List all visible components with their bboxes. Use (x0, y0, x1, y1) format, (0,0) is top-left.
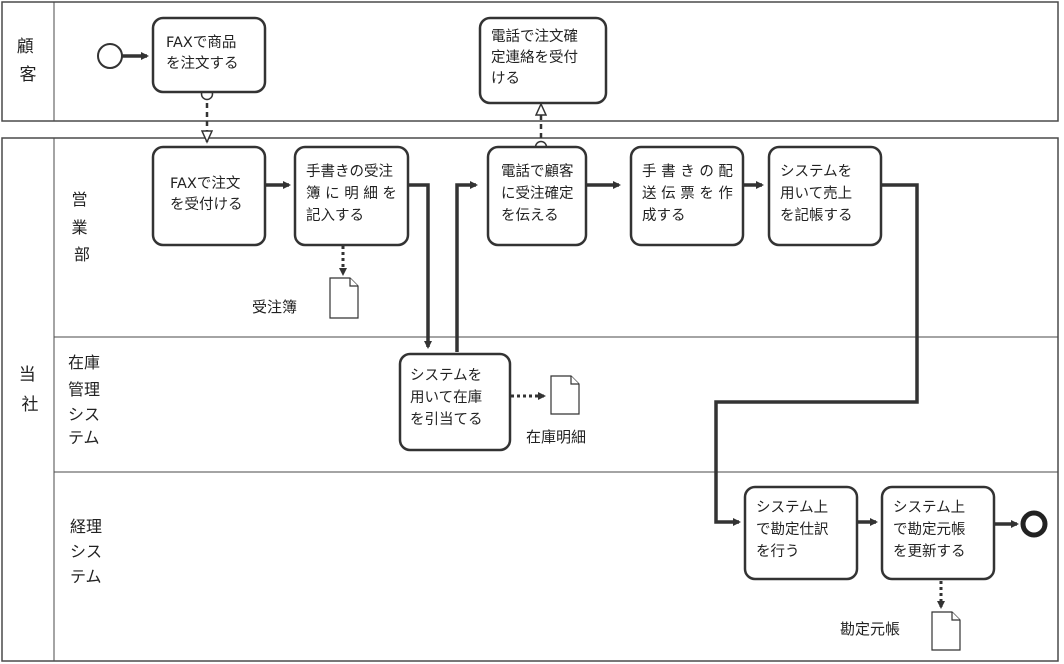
task-receive-confirm[interactable]: 電話で注文確 定連絡を受付 ける (478, 16, 608, 105)
sequence-flows (122, 52, 1019, 528)
end-event (1020, 510, 1048, 538)
document-inventory-detail-label: 在庫明細 (526, 428, 586, 446)
flow-sales-to-journal (714, 183, 919, 526)
document-icon (550, 375, 580, 415)
task-delivery-slip[interactable]: 手 書 き の 配 送 伝 票 を 作 成する (629, 145, 745, 247)
pool-customer-label: 顧 客 (17, 37, 39, 85)
document-icon (329, 277, 359, 319)
message-flows (207, 94, 541, 147)
flow-allocate-to-phone (455, 181, 478, 352)
svg-text:システムを 用いて売上 を記帳する: システムを 用いて売上 を記帳する (780, 163, 857, 224)
svg-text:電話で注文確 定連絡を受付 ける: 電話で注文確 定連絡を受付 ける (491, 28, 583, 87)
document-account-ledger: 勘定元帳 (840, 611, 961, 651)
lane-sales-label: 営 業 部 (71, 190, 92, 264)
document-order-book-label: 受注簿 (252, 298, 297, 316)
svg-text:システム上 で勘定仕訳 を行う: システム上 で勘定仕訳 を行う (756, 499, 833, 560)
pool-company-label: 当 社 (19, 365, 41, 415)
data-associations (339, 246, 945, 609)
svg-text:システムを 用いて在庫 を引当てる: システムを 用いて在庫 を引当てる (410, 367, 487, 428)
lane-inventory-label: 在庫 管理 シス テム (68, 353, 105, 447)
task-update-ledger[interactable]: システム上 で勘定元帳 を更新する (880, 485, 996, 581)
svg-text:手書きの受注 簿 に 明 細 を 記: 手書きの受注 簿 に 明 細 を 記入する (306, 163, 402, 224)
task-receive-fax[interactable]: FAXで注文 を受付ける (151, 145, 267, 247)
svg-text:FAXで注文 を受付ける: FAXで注文 を受付ける (170, 175, 245, 213)
task-fax-order[interactable]: FAXで商品 を注文する (151, 16, 267, 94)
document-account-ledger-label: 勘定元帳 (840, 620, 900, 638)
task-write-ledger[interactable]: 手書きの受注 簿 に 明 細 を 記入する (293, 145, 410, 247)
document-icon (931, 611, 961, 651)
document-order-book: 受注簿 (252, 277, 359, 319)
lane-accounting-label: 経理 シス テム (70, 517, 107, 586)
task-allocate-stock[interactable]: システムを 用いて在庫 を引当てる (398, 352, 512, 452)
start-event (97, 43, 123, 69)
svg-text:手 書 き の 配 送 伝 票 を 作: 手 書 き の 配 送 伝 票 を 作 成する (642, 163, 738, 224)
svg-text:FAXで商品 を注文する: FAXで商品 を注文する (166, 34, 241, 72)
svg-text:システム上 で勘定元帳 を更新する: システム上 で勘定元帳 を更新する (893, 499, 970, 560)
flow-ledger-to-allocate (409, 183, 432, 349)
task-journal-entry[interactable]: システム上 で勘定仕訳 を行う (743, 485, 859, 581)
task-record-sales[interactable]: システムを 用いて売上 を記帳する (767, 145, 883, 247)
task-phone-confirm[interactable]: 電話で顧客 に受注確定 を伝える (486, 145, 588, 247)
svg-text:電話で顧客 に受注確定 を伝える: 電話で顧客 に受注確定 を伝える (501, 163, 578, 224)
document-inventory-detail: 在庫明細 (526, 375, 586, 446)
